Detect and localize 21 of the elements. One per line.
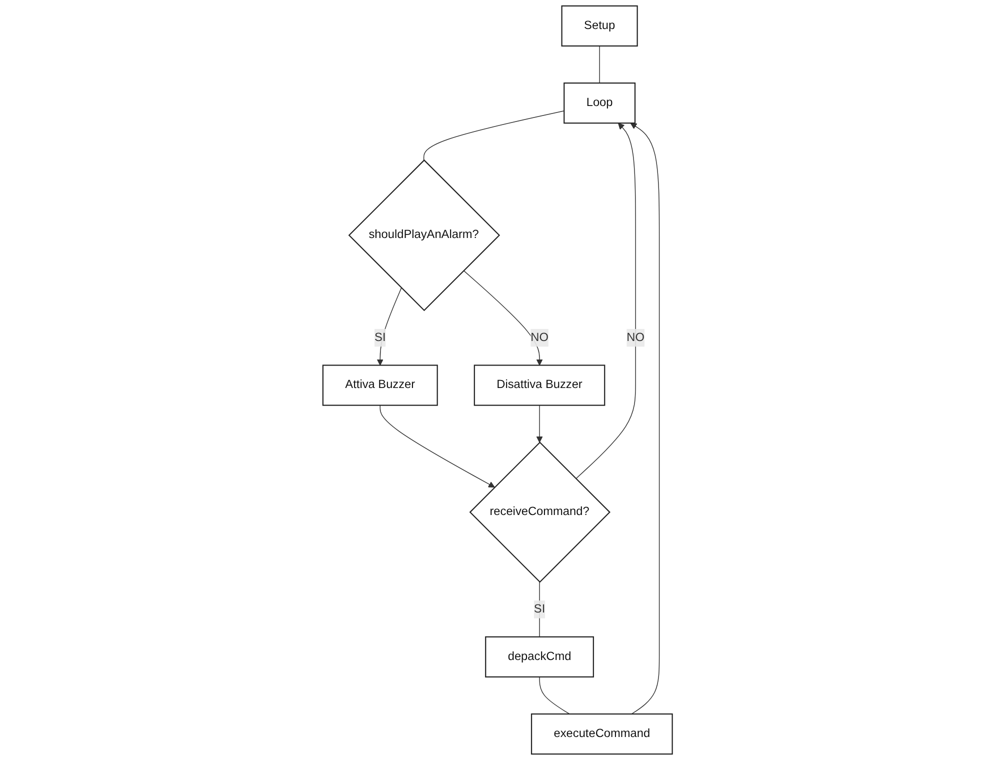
node-diamond: receiveCommand? <box>469 442 610 583</box>
connector <box>423 110 564 161</box>
node-diamond: shouldPlayAnAlarm? <box>348 159 500 312</box>
node-box: Loop <box>563 82 636 124</box>
edge-label: NO <box>530 331 548 344</box>
edge-label: NO <box>626 331 644 344</box>
arrow <box>463 270 543 366</box>
edge-label: SI <box>374 331 386 344</box>
node-box: Setup <box>561 5 638 47</box>
arrow <box>380 404 495 488</box>
edge-label: SI <box>534 602 545 616</box>
node-box: executeCommand <box>530 713 673 755</box>
arrow <box>630 122 660 714</box>
connector <box>539 676 570 714</box>
arrow <box>376 288 402 366</box>
arrow <box>575 122 636 480</box>
node-box: Attiva Buzzer <box>322 364 438 406</box>
connector <box>599 46 600 84</box>
node-box: Disattiva Buzzer <box>474 364 606 406</box>
node-box: depackCmd <box>484 636 594 678</box>
arrow <box>536 404 543 443</box>
